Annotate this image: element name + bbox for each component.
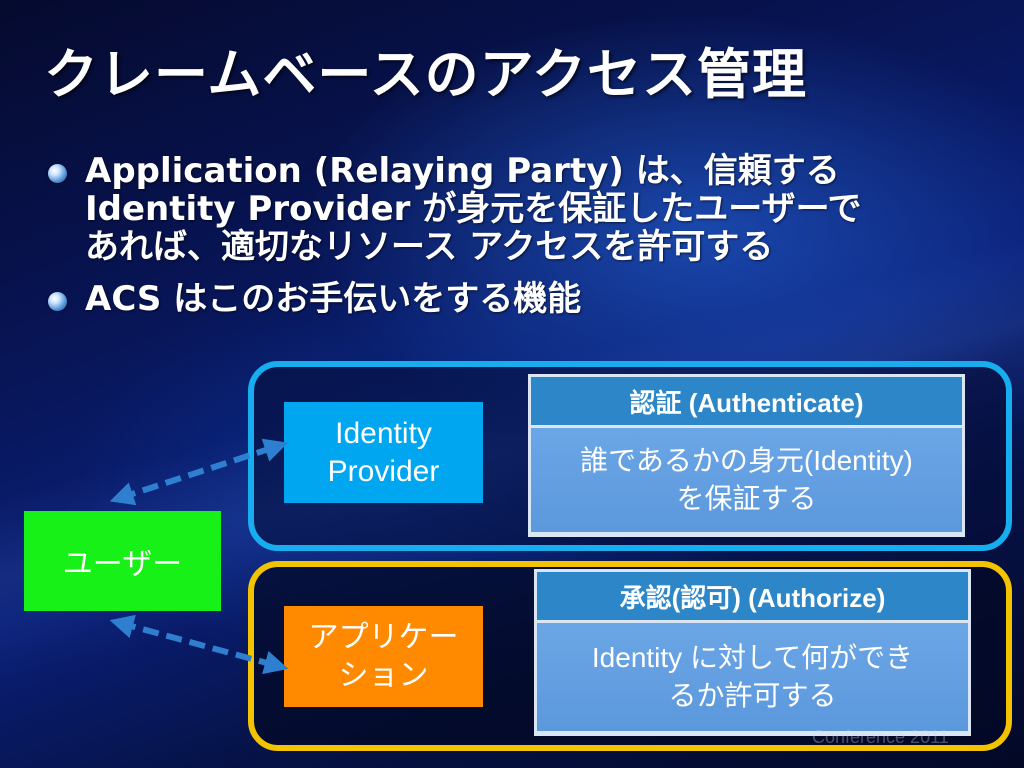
bullet-sphere-icon bbox=[48, 164, 67, 183]
application-label: ション bbox=[338, 658, 429, 692]
bullet-text: ACS はこのお手伝いをする機能 bbox=[85, 280, 581, 318]
authenticate-body: 誰であるかの身元(Identity) を保証する bbox=[531, 428, 962, 532]
authorize-body-line: るか許可する bbox=[668, 680, 837, 711]
user-label: ユーザー bbox=[62, 548, 183, 581]
application-label: アプリケー bbox=[308, 620, 459, 654]
authorize-header: 承認(認可) (Authorize) bbox=[537, 572, 968, 620]
identity-provider-label: Provider bbox=[327, 454, 440, 488]
authorize-body-line: Identity に対して何ができ bbox=[591, 642, 914, 673]
identity-provider-box: Identity Provider bbox=[284, 402, 483, 503]
user-box: ユーザー bbox=[24, 511, 221, 611]
authenticate-body-line: を保証する bbox=[676, 483, 817, 514]
bullet-text: Application (Relaying Party) は、信頼する Iden… bbox=[85, 152, 862, 266]
bullet-item: ACS はこのお手伝いをする機能 bbox=[48, 280, 988, 318]
authenticate-body-line: 誰であるかの身元(Identity) bbox=[580, 445, 913, 476]
authenticate-header: 認証 (Authenticate) bbox=[531, 377, 962, 425]
identity-provider-label: Identity bbox=[335, 416, 432, 450]
application-box: アプリケー ション bbox=[284, 606, 483, 707]
bullet-sphere-icon bbox=[48, 292, 67, 311]
authenticate-box: 認証 (Authenticate) 誰であるかの身元(Identity) を保証… bbox=[528, 374, 965, 537]
slide-title: クレームベースのアクセス管理 bbox=[44, 43, 807, 106]
bullet-line: ACS はこのお手伝いをする機能 bbox=[85, 279, 582, 319]
authorize-box: 承認(認可) (Authorize) Identity に対して何ができ るか許… bbox=[534, 569, 971, 736]
bullet-line: Application (Relaying Party) は、信頼する bbox=[85, 151, 840, 191]
bullet-line: Identity Provider が身元を保証したユーザーで bbox=[85, 189, 862, 229]
bullet-item: Application (Relaying Party) は、信頼する Iden… bbox=[48, 152, 988, 266]
authorize-body: Identity に対して何ができ るか許可する bbox=[537, 623, 968, 731]
conference-watermark: Conference 2011 bbox=[812, 727, 949, 747]
bullet-line: あれば、適切なリソース アクセスを許可する bbox=[85, 227, 774, 267]
bullet-list: Application (Relaying Party) は、信頼する Iden… bbox=[48, 152, 988, 332]
